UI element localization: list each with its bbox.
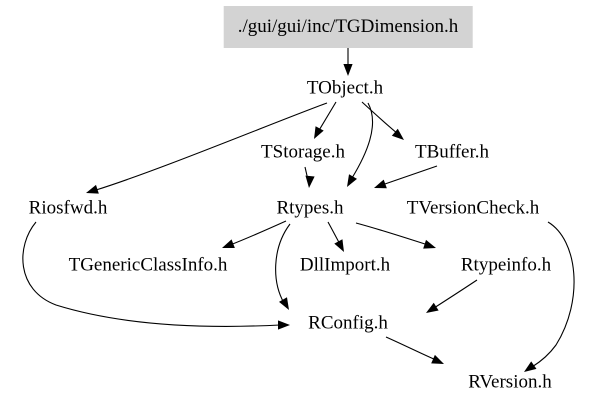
arrowhead bbox=[305, 175, 315, 188]
graph-edge-tobject-to-riosfwd bbox=[86, 102, 328, 194]
arrowhead bbox=[86, 184, 99, 194]
arrowhead bbox=[423, 239, 436, 249]
graph-edge-tbuffer-to-tversioncheck bbox=[374, 165, 438, 189]
graph-node-tbuffer[interactable]: TBuffer.h bbox=[414, 141, 490, 163]
graph-edge-tobject-to-tbuffer bbox=[361, 101, 404, 140]
graph-node-dllimport[interactable]: DllImport.h bbox=[299, 254, 391, 276]
arrowhead bbox=[222, 239, 235, 248]
arrowhead bbox=[524, 361, 537, 372]
graph-node-tgenericclassinfo[interactable]: TGenericClassInfo.h bbox=[68, 254, 228, 276]
graph-node-rtypeinfo[interactable]: Rtypeinfo.h bbox=[460, 254, 552, 276]
graph-edge-tobject-to-tstorage bbox=[314, 101, 337, 139]
arrowhead bbox=[343, 64, 353, 76]
graph-edge-rtypes-to-tgenericclassinfo bbox=[222, 220, 287, 248]
graph-edge-tobject-to-rtypes bbox=[347, 102, 374, 187]
graph-edge-rtypeinfo-to-rconfig bbox=[426, 279, 478, 313]
graph-node-tstorage[interactable]: TStorage.h bbox=[261, 141, 345, 163]
arrowhead bbox=[426, 302, 439, 313]
graph-node-rconfig[interactable]: RConfig.h bbox=[308, 312, 388, 334]
graph-edge-rtypes-to-rtypeinfo bbox=[355, 222, 436, 249]
graph-edge-rtypes-to-rconfig bbox=[275, 223, 291, 310]
arrowhead bbox=[279, 297, 289, 310]
arrowhead bbox=[314, 126, 324, 139]
graph-edge-rconfig-to-rversion bbox=[385, 336, 444, 364]
arrowhead bbox=[391, 128, 404, 140]
graph-node-tversioncheck[interactable]: TVersionCheck.h bbox=[406, 197, 540, 219]
graph-edge-riosfwd-to-rconfig bbox=[22, 221, 290, 330]
graph-edge-root-to-tobject bbox=[343, 47, 353, 76]
graph-node-riosfwd[interactable]: Riosfwd.h bbox=[28, 197, 108, 219]
arrowhead bbox=[431, 354, 444, 364]
arrowhead bbox=[347, 174, 357, 187]
graph-node-rversion[interactable]: RVersion.h bbox=[468, 371, 552, 393]
arrowhead bbox=[374, 179, 387, 189]
graph-edge-tversioncheck-to-rversion bbox=[524, 221, 575, 372]
graph-edge-tstorage-to-rtypes bbox=[304, 166, 315, 188]
arrowhead bbox=[278, 320, 290, 330]
arrowhead bbox=[334, 239, 344, 252]
graph-node-rtypes[interactable]: Rtypes.h bbox=[276, 197, 344, 219]
graph-node-tobject[interactable]: TObject.h bbox=[306, 77, 384, 99]
graph-node-root[interactable]: ./gui/gui/inc/TGDimension.h bbox=[223, 6, 473, 48]
graph-edge-rtypes-to-dllimport bbox=[327, 221, 344, 252]
